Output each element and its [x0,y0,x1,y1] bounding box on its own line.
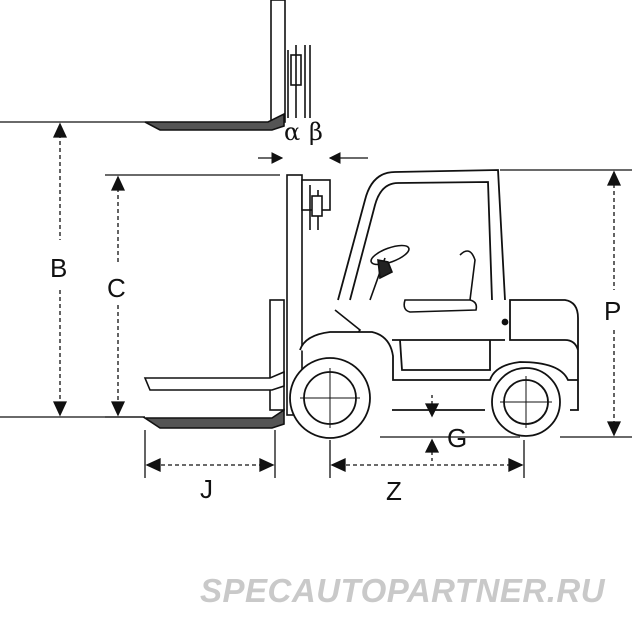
watermark-text: SPECAUTOPARTNER.RU [200,572,606,609]
dim-C [105,174,280,418]
operator-area [334,244,478,341]
raised-fork [144,112,285,131]
label-G: G [447,423,467,453]
front-wheel [289,357,371,439]
label-C: C [107,273,126,303]
label-beta: β [309,118,323,146]
label-Z: Z [386,476,402,506]
dim-G [380,395,520,462]
dim-Z [329,440,525,478]
dim-P [500,169,632,438]
label-alpha: α [284,118,300,146]
overhead-guard [337,169,506,301]
rear-wheel [491,367,561,437]
raised-mast [270,0,311,123]
dim-J [144,430,276,478]
lower-fork [142,299,285,429]
label-P: P [604,296,621,326]
label-B: B [50,253,67,283]
mast [286,174,331,416]
dim-B [0,121,145,418]
label-J: J [200,474,213,504]
